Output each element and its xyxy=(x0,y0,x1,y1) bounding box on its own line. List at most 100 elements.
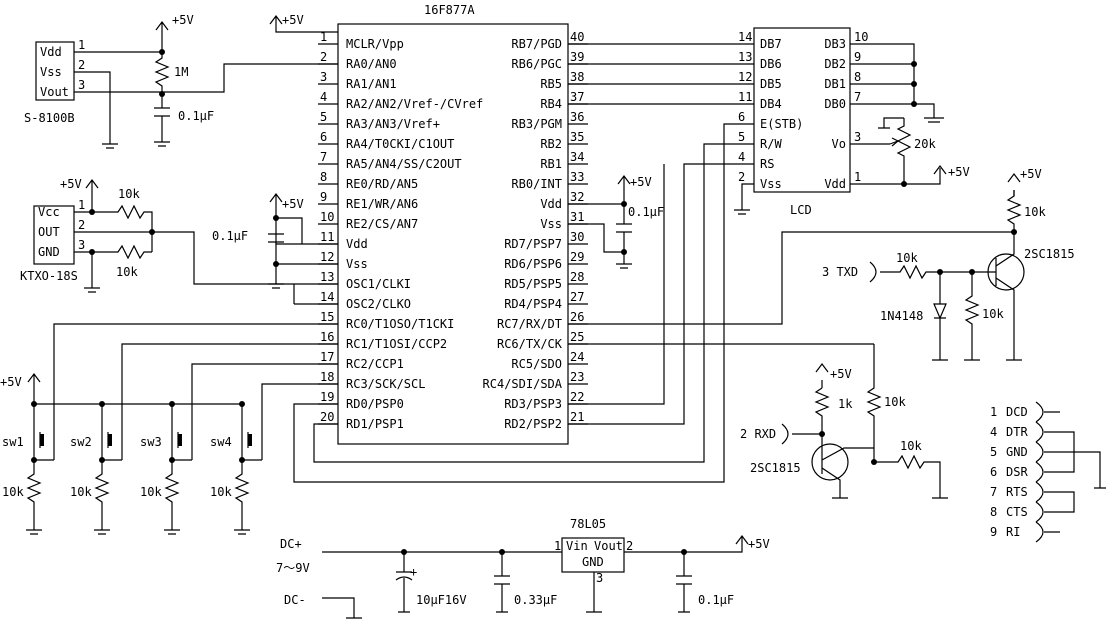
chip-pin-number: 17 xyxy=(320,350,334,364)
c01-out-value: 0.1μF xyxy=(698,593,734,607)
tx-supply: +5V xyxy=(1020,167,1042,181)
chip-pin-number: 26 xyxy=(570,310,584,324)
lcd-pin-label: Vo xyxy=(832,137,846,151)
ktxo-name: KTXO-18S xyxy=(20,269,78,283)
chip-pin-label: RD1/PSP1 xyxy=(346,417,404,431)
switch-actuator xyxy=(178,434,182,446)
chip-pin-number: 12 xyxy=(320,250,334,264)
switch-actuator xyxy=(108,434,112,446)
reg-name: 78L05 xyxy=(570,517,606,531)
chip-pin-number: 27 xyxy=(570,290,584,304)
chip-pin-number: 33 xyxy=(570,170,584,184)
lcd-pin-label: Vss xyxy=(760,177,782,191)
left-vdd-decoupling: +5V 0.1μF xyxy=(212,193,338,289)
chip-pin-number: 10 xyxy=(320,210,334,224)
tx-pulldown-value: 10k xyxy=(982,307,1004,321)
chip-pin-number: 36 xyxy=(570,110,584,124)
switch-label: sw1 xyxy=(2,435,24,449)
s8100-pin-label: Vss xyxy=(40,65,62,79)
switch-resistor-value: 10k xyxy=(70,485,92,499)
lcd-pin-label: DB7 xyxy=(760,37,782,51)
switch-label: sw2 xyxy=(70,435,92,449)
chip-pin-number: 14 xyxy=(320,290,334,304)
chip-pin-label: Vdd xyxy=(540,197,562,211)
chip-pin-number: 23 xyxy=(570,370,584,384)
lcd-db-ground xyxy=(850,43,944,123)
junction-dot xyxy=(31,457,37,463)
s8100-supply: +5V xyxy=(172,13,194,27)
junction-dot xyxy=(169,457,175,463)
lcd-pin-number: 7 xyxy=(854,90,861,104)
rx-r1k: 1k xyxy=(838,397,853,411)
lcd-pin-label: DB0 xyxy=(824,97,846,111)
chip-pin-number: 6 xyxy=(320,130,327,144)
lcd-pin-number: 9 xyxy=(854,50,861,64)
power-supply: DC+ 7～9V DC- + 10μF16V 0.33μF 78L05 Vin … xyxy=(276,517,770,619)
ktxo-pin-label: OUT xyxy=(38,225,60,239)
chip-pin-label: RC0/T1OSO/T1CKI xyxy=(346,317,454,331)
tx-pullup-value: 10k xyxy=(1024,205,1046,219)
reg-gnd: GND xyxy=(582,555,604,569)
rx-transistor xyxy=(811,443,849,481)
chip-pin-label: RB2 xyxy=(540,137,562,151)
db9-pin-label: RTS xyxy=(1006,485,1028,499)
chip-pin-number: 32 xyxy=(570,190,584,204)
db9-pin-number: 5 xyxy=(990,445,997,459)
switch-label: sw3 xyxy=(140,435,162,449)
lcd-pin-label: RS xyxy=(760,157,774,171)
chip-pin-label: RD4/PSP4 xyxy=(504,297,562,311)
chip-pin-number: 7 xyxy=(320,150,327,164)
c033-value: 0.33μF xyxy=(514,593,557,607)
txd-label: 3 TXD xyxy=(822,265,858,279)
chip-pin-number: 9 xyxy=(320,190,327,204)
rx-pullup-value: 10k xyxy=(884,395,906,409)
chip-pin-label: RA1/AN1 xyxy=(346,77,397,91)
ktxo-pin-label: Vcc xyxy=(38,205,60,219)
chip-pin-number: 40 xyxy=(570,30,584,44)
chip-pin-label: RC6/TX/CK xyxy=(497,337,563,351)
lcd-pin-number: 14 xyxy=(738,30,752,44)
db9-pin-contact xyxy=(1035,521,1060,543)
rxd-label: 2 RXD xyxy=(740,427,776,441)
lcd-pin-label: DB2 xyxy=(824,57,846,71)
ktxo-pin-number: 1 xyxy=(78,198,85,212)
chip-pin-label: RB1 xyxy=(540,157,562,171)
chip-pin-number: 22 xyxy=(570,390,584,404)
chip-pin-number: 24 xyxy=(570,350,584,364)
rx-transistor-label: 2SC1815 xyxy=(750,461,801,475)
lcd-title: LCD xyxy=(790,203,812,217)
db9-pin-label: GND xyxy=(1006,445,1028,459)
db9-pin-contact xyxy=(1035,481,1060,503)
chip-pin-number: 19 xyxy=(320,390,334,404)
lcd-pin-number: 8 xyxy=(854,70,861,84)
ktxo-pin-number: 3 xyxy=(78,238,85,252)
contrast-pot: 20k +5V xyxy=(850,117,970,187)
switch-resistor-value: 10k xyxy=(140,485,162,499)
switch-symbol xyxy=(164,404,192,535)
lcd-pin-label: DB4 xyxy=(760,97,782,111)
chip-pin-label: RC2/CCP1 xyxy=(346,357,404,371)
mclr-supply: +5V xyxy=(282,13,304,27)
db9-pin-label: DCD xyxy=(1006,405,1028,419)
lcd-pin-label: DB3 xyxy=(824,37,846,51)
dc-voltage: 7～9V xyxy=(276,561,310,575)
switch-symbol xyxy=(234,404,262,535)
ktxo-pin-number: 2 xyxy=(78,218,85,232)
switch-symbol xyxy=(26,404,54,535)
chip-pin-number: 35 xyxy=(570,130,584,144)
chip-pin-number: 20 xyxy=(320,410,334,424)
chip-pin-label: RC1/T1OSI/CCP2 xyxy=(346,337,447,351)
c10-plus: + xyxy=(410,565,417,579)
chip-pin-label: Vdd xyxy=(346,237,368,251)
s8100-pin-number: 1 xyxy=(78,38,85,52)
chip-pin-number: 5 xyxy=(320,110,327,124)
chip-pin-label: OSC1/CLKI xyxy=(346,277,411,291)
lcd-pin-number: 13 xyxy=(738,50,752,64)
chip-pin-label: RC4/SDI/SDA xyxy=(483,377,563,391)
db9-pin-number: 1 xyxy=(990,405,997,419)
s8100-pin-label: Vdd xyxy=(40,45,62,59)
chip-pin-label: RB5 xyxy=(540,77,562,91)
ktxo-pin-label: GND xyxy=(38,245,60,259)
